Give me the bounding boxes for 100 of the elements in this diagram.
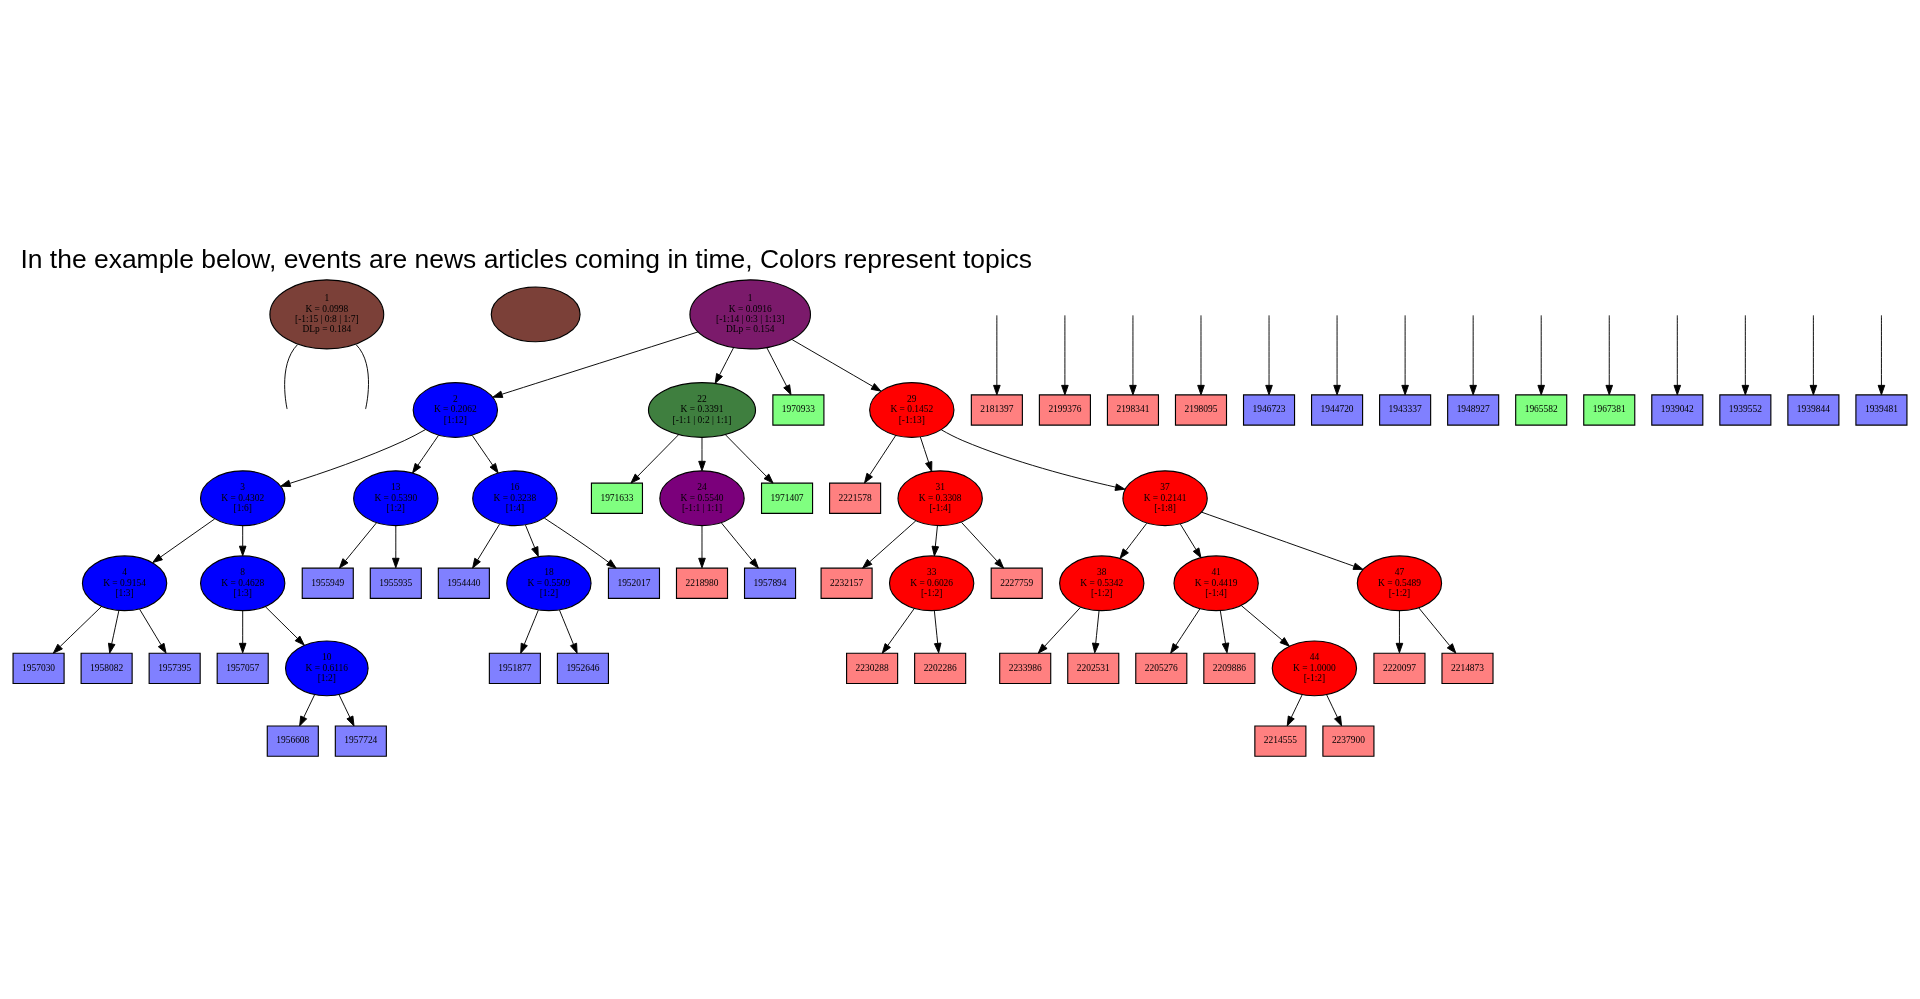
arrow: [1469, 314, 1477, 396]
arrow: [1401, 314, 1409, 396]
arrow: [630, 434, 679, 484]
node-box: 1958082: [80, 652, 133, 685]
arrow: [338, 694, 355, 727]
node-box: 1952017: [607, 567, 661, 599]
node-box: 1957057: [216, 652, 269, 685]
node-box: 2214555: [1254, 725, 1307, 757]
arrow: [1129, 314, 1137, 396]
node-box: 1946723: [1242, 394, 1296, 426]
arrow: [1741, 314, 1750, 396]
node-ellipse: 22 K = 0.3391 [-1:1 | 0:2 | 1:1]: [647, 382, 757, 438]
arrow: [1333, 314, 1341, 396]
node-box: 1955949: [301, 567, 354, 599]
node-box: 2221578: [829, 482, 882, 514]
arrow: [559, 609, 578, 654]
node-ellipse: 24 K = 0.5540 [-1:1 | 1:1]: [659, 470, 745, 527]
node-ellipse: 1 K = 0.0916 [-1:14 | 0:3 | 1:13] DLp = 0.154: [689, 279, 812, 350]
node-box: 2198095: [1174, 394, 1228, 426]
node-box: 1939552: [1719, 394, 1772, 426]
arrow: [1418, 607, 1457, 654]
arrow: [864, 435, 897, 484]
node-box: 1939481: [1855, 394, 1908, 426]
arrow: [862, 520, 917, 569]
arrow: [543, 517, 617, 569]
arrow: [1265, 314, 1273, 396]
arrow: [108, 610, 120, 654]
node-ellipse: 2 K = 0.2062 [1:12]: [412, 382, 499, 438]
arrow: [139, 608, 167, 654]
node-ellipse: 33 K = 0.6026 [-1:2]: [888, 555, 975, 612]
arrow: [698, 525, 706, 569]
arrow: [1326, 694, 1343, 727]
node-box: 1957894: [743, 567, 797, 599]
arrow: [1037, 606, 1081, 654]
node-box: 1965582: [1515, 394, 1568, 426]
node-box: 1955935: [369, 567, 422, 599]
node-box: 1948927: [1447, 394, 1500, 426]
arrow: [1286, 694, 1303, 727]
arrow: [392, 525, 400, 569]
arrow: [520, 609, 539, 654]
arrow: [725, 434, 774, 484]
arrow: [931, 525, 940, 557]
arrow: [1219, 610, 1230, 654]
node-box: 2202531: [1067, 652, 1120, 685]
arrow: [264, 606, 305, 646]
node-box: 2202286: [914, 652, 967, 685]
node-ellipse: 13 K = 0.5390 [1:2]: [353, 470, 439, 527]
arrow: [791, 339, 882, 392]
arrow: [1119, 522, 1148, 559]
node-box: 2205276: [1135, 652, 1188, 685]
arrow: [961, 521, 1005, 569]
arrow: [1179, 523, 1202, 559]
node-ellipse: 1 K = 0.0998 [-1:15 | 0:8 | 1:7] DLp = 0.184: [269, 279, 385, 350]
arrow: [338, 522, 377, 569]
node-box: 1944720: [1311, 394, 1364, 426]
node-box: 2232157: [820, 567, 873, 599]
node-box: 1939042: [1651, 394, 1704, 426]
node-box: 1956608: [266, 725, 319, 757]
node-ellipse: 18 K = 0.5509 [1:2]: [506, 555, 592, 612]
node-box: 1954440: [437, 567, 490, 599]
arrow: [720, 522, 759, 569]
arrow: [881, 608, 915, 654]
node-ellipse: 3 K = 0.4302 [1:6]: [200, 470, 286, 527]
arrow: [1395, 610, 1404, 654]
node-ellipse: [490, 286, 581, 343]
node-box: 1943337: [1379, 394, 1432, 426]
node-box: 2181397: [970, 394, 1023, 426]
arrow: [1809, 314, 1818, 396]
arrow: [471, 435, 499, 474]
node-box: 1952646: [556, 652, 609, 685]
connector: [284, 344, 298, 410]
arrow: [238, 610, 247, 654]
node-ellipse: 47 K = 0.5489 [-1:2]: [1356, 555, 1443, 612]
node-ellipse: 31 K = 0.3308 [-1:4]: [897, 470, 983, 527]
node-box: 1951877: [488, 652, 541, 685]
arrow: [1091, 610, 1100, 654]
node-box: 2220097: [1373, 652, 1426, 685]
node-box: 1967381: [1583, 394, 1636, 426]
node-box: 2233986: [999, 652, 1052, 685]
arrow: [1061, 314, 1069, 396]
arrow: [714, 347, 734, 384]
node-box: 1957724: [334, 725, 387, 757]
node-ellipse: 44 K = 1.0000 [-1:2]: [1271, 640, 1358, 697]
arrow: [492, 331, 699, 398]
arrow: [766, 347, 792, 396]
node-ellipse: 10 K = 0.6116 [1:2]: [284, 640, 369, 697]
node-box: 2199376: [1038, 394, 1091, 426]
arrow: [1197, 314, 1205, 396]
arrow: [1673, 314, 1682, 396]
arrow: [1537, 314, 1545, 396]
arrow: [299, 694, 315, 727]
node-box: 2209886: [1203, 652, 1256, 685]
arrow: [940, 429, 1126, 491]
arrow: [472, 523, 501, 569]
node-box: 2237900: [1322, 725, 1375, 757]
connector: [355, 344, 369, 410]
node-box: 1971633: [590, 482, 644, 514]
arrow: [1170, 608, 1201, 654]
node-ellipse: 41 K = 0.4419 [-1:4]: [1173, 555, 1259, 612]
node-box: 2198341: [1106, 394, 1160, 426]
